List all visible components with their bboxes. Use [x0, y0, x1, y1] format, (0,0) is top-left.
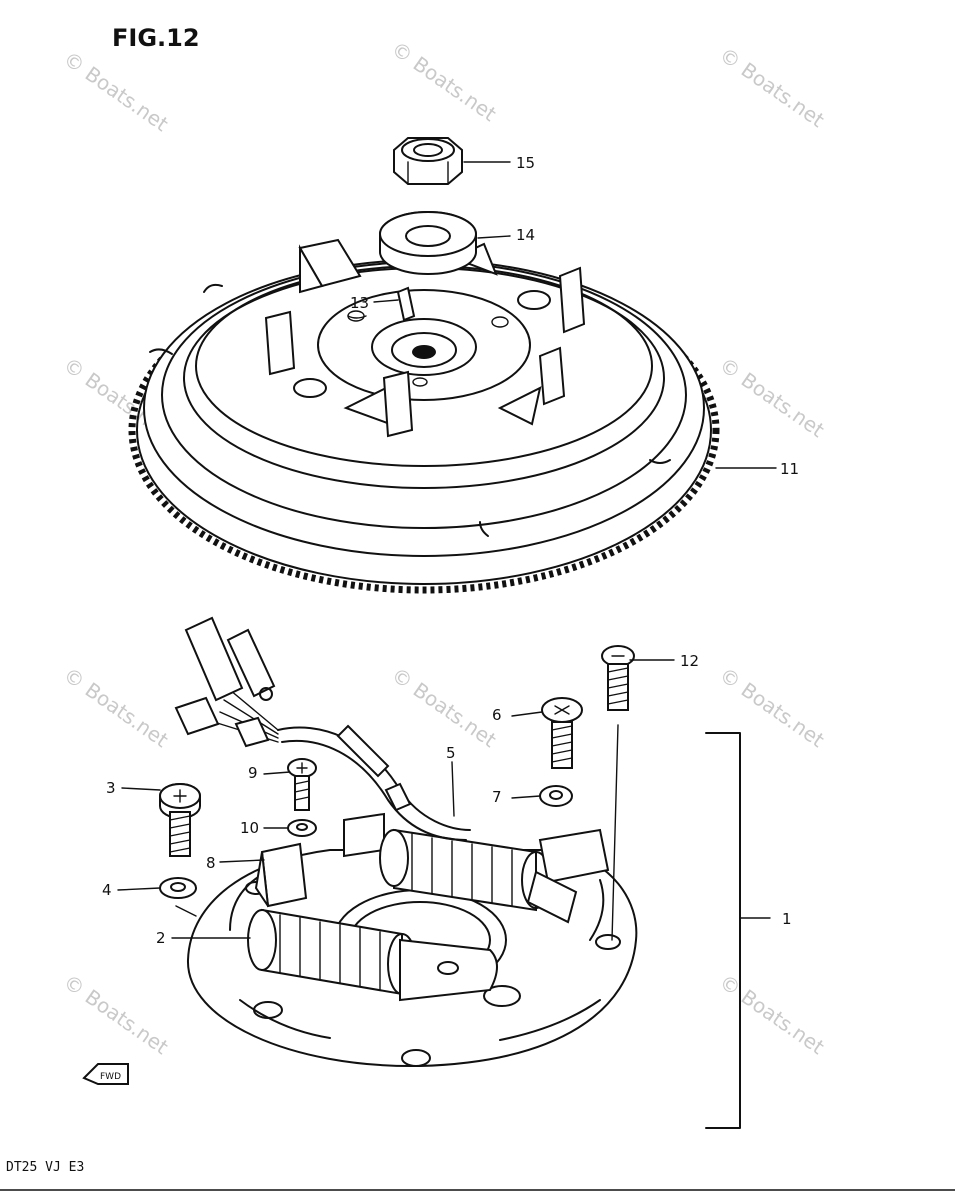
- callout-9: 9: [248, 764, 258, 782]
- screw-3: [159, 783, 201, 857]
- callout-labels: 15 14 13 11 12 6 7 5 9 10 8 3 4 2 1: [102, 154, 799, 947]
- callout-3: 3: [106, 779, 116, 797]
- lighting-coil-5: [343, 812, 610, 924]
- callout-7: 7: [492, 788, 502, 806]
- screw-6: [541, 697, 583, 769]
- screw-12: [601, 645, 635, 711]
- watermark: © Boats.net: [59, 662, 173, 752]
- pulser-coil-8: [254, 842, 308, 908]
- watermark: © Boats.net: [59, 969, 173, 1059]
- charge-coil-2: [247, 908, 498, 1002]
- callout-13: 13: [350, 294, 369, 312]
- wiring-harness: [174, 616, 471, 841]
- nut-15: [393, 137, 463, 185]
- callout-14: 14: [516, 226, 535, 244]
- callout-4: 4: [102, 881, 112, 899]
- washer-10: [287, 819, 317, 837]
- callout-10: 10: [240, 819, 259, 837]
- callout-1: 1: [782, 910, 792, 928]
- watermark: © Boats.net: [387, 36, 501, 126]
- watermark: © Boats.net: [59, 46, 173, 136]
- screw-9: [287, 758, 317, 811]
- figure-title: FIG.12: [112, 24, 200, 52]
- callout-11: 11: [780, 460, 799, 478]
- callout-12: 12: [680, 652, 699, 670]
- watermark: © Boats.net: [715, 662, 829, 752]
- callout-8: 8: [206, 854, 216, 872]
- assembly-bracket: [705, 732, 741, 1129]
- callout-6: 6: [492, 706, 502, 724]
- leader-lines: [117, 161, 777, 939]
- washer-7: [539, 785, 573, 807]
- fwd-label: FWD: [100, 1072, 121, 1082]
- flywheel: [128, 238, 720, 594]
- callout-15: 15: [516, 154, 535, 172]
- watermark: © Boats.net: [387, 662, 501, 752]
- watermark: © Boats.net: [715, 969, 829, 1059]
- model-code: DT25 VJ E3: [6, 1160, 84, 1175]
- watermark: © Boats.net: [715, 42, 829, 132]
- washer-4: [159, 877, 197, 899]
- callout-5: 5: [446, 744, 456, 762]
- fwd-arrow: FWD: [82, 1063, 129, 1085]
- washer-14: [379, 211, 477, 275]
- watermark: © Boats.net: [715, 352, 829, 442]
- callout-2: 2: [156, 929, 166, 947]
